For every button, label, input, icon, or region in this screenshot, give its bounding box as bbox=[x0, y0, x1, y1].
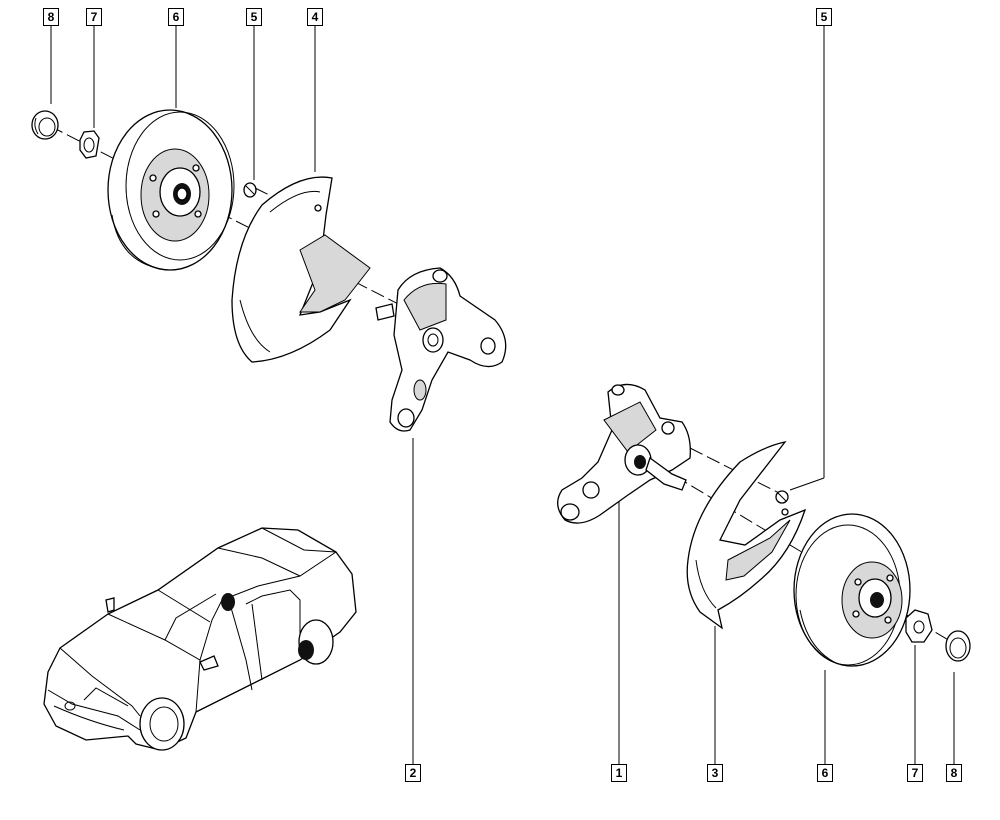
car-location-illustration bbox=[43, 527, 357, 751]
callout-5-top-right: 5 bbox=[816, 8, 832, 26]
callout-2-bottom: 2 bbox=[405, 764, 421, 782]
steering-knuckle-part-1 bbox=[557, 383, 691, 524]
screw-part-5-left bbox=[243, 182, 257, 198]
brake-disc-part-6-right bbox=[793, 513, 911, 667]
callout-6-top-left: 6 bbox=[168, 8, 184, 26]
callout-8-top-left: 8 bbox=[43, 8, 59, 26]
splash-shield-part-3 bbox=[686, 441, 807, 630]
callout-1-bottom: 1 bbox=[611, 764, 627, 782]
callout-4-top-left: 4 bbox=[307, 8, 323, 26]
splash-shield-part-4 bbox=[231, 176, 371, 363]
steering-knuckle-part-2 bbox=[375, 267, 507, 432]
callout-7-bottom: 7 bbox=[907, 764, 923, 782]
callout-3-bottom: 3 bbox=[707, 764, 723, 782]
callout-7-top-left: 7 bbox=[86, 8, 102, 26]
leader-lines bbox=[50, 26, 955, 764]
hub-nut-part-7-left bbox=[79, 130, 100, 159]
screw-part-5-right bbox=[775, 490, 789, 504]
brake-disc-part-6-left bbox=[107, 109, 235, 271]
hub-nut-part-7-right bbox=[905, 609, 933, 643]
dust-cap-part-8-right bbox=[945, 630, 971, 662]
callout-8-bottom: 8 bbox=[946, 764, 962, 782]
callout-5-top-left: 5 bbox=[246, 8, 262, 26]
callout-6-bottom: 6 bbox=[817, 764, 833, 782]
dust-cap-part-8-left bbox=[31, 110, 59, 140]
